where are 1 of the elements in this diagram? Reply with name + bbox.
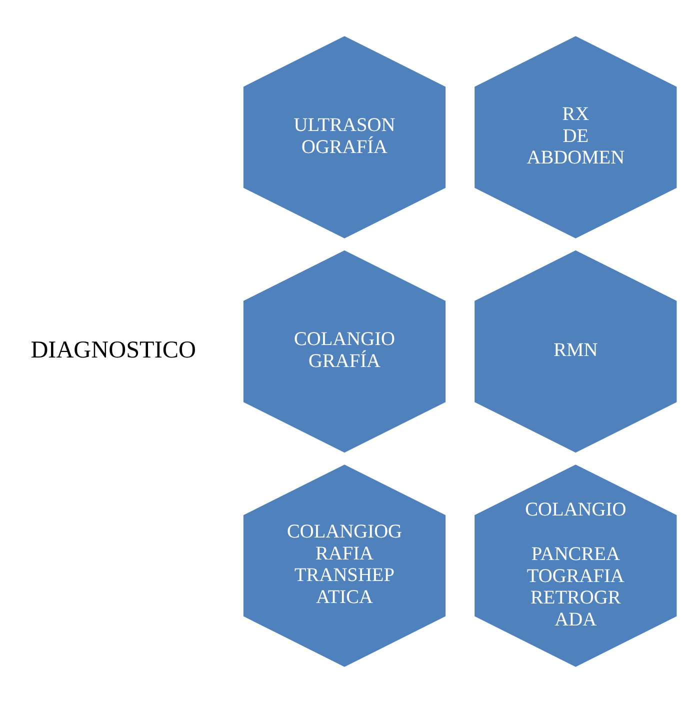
label: DIAGNOSTICO <box>30 336 196 364</box>
